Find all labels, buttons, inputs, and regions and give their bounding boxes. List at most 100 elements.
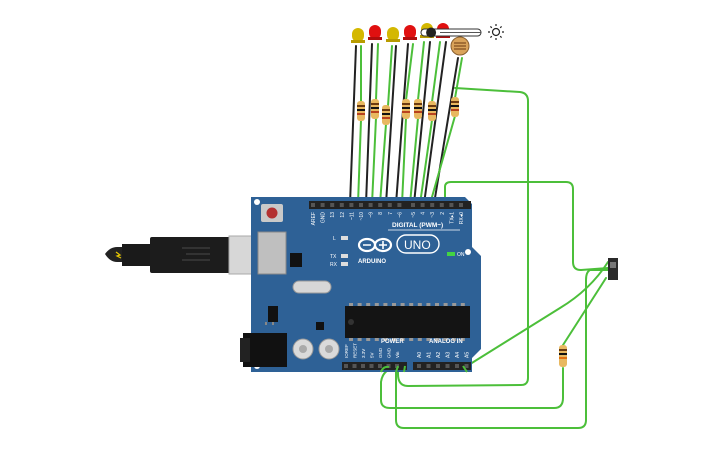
resistor[interactable]	[559, 345, 567, 367]
resistor[interactable]	[414, 99, 422, 119]
analog-pin-label: A4	[455, 352, 461, 358]
on-led	[447, 252, 455, 256]
led-yellow[interactable]	[351, 28, 365, 43]
header-pin[interactable]	[464, 364, 469, 368]
analog-header-label: ANALOG IN	[429, 339, 463, 345]
analog-header	[413, 362, 471, 370]
resistors	[357, 97, 567, 367]
digital-pin-label: ~5	[411, 212, 417, 218]
header-pin[interactable]	[378, 364, 382, 368]
sun-icon	[488, 24, 504, 40]
wire-switch-to-gnd[interactable]	[395, 269, 611, 429]
header-pin[interactable]	[349, 203, 354, 207]
header-pin[interactable]	[430, 203, 435, 207]
header-pin[interactable]	[397, 203, 402, 207]
power-pin-label: Vin	[395, 351, 400, 358]
wire-pin2-to-switch[interactable]	[444, 181, 609, 271]
analog-pin-label: A0	[417, 352, 423, 358]
wire-led3-anode[interactable]	[387, 45, 393, 107]
header-pin[interactable]	[361, 364, 365, 368]
wire-led6-anode[interactable]	[431, 41, 441, 103]
slide-switch[interactable]	[608, 258, 618, 280]
reset-button[interactable]	[261, 204, 283, 222]
wire-resistor-to-switch[interactable]	[562, 277, 607, 346]
power-jack	[240, 333, 287, 367]
analog-pin-label: A5	[465, 352, 471, 358]
led-label-rx: RX	[330, 262, 338, 268]
header-pin[interactable]	[426, 364, 431, 368]
wire-ldr-lead2[interactable]	[454, 57, 463, 99]
header-pin[interactable]	[445, 364, 450, 368]
resistor[interactable]	[451, 97, 459, 117]
atmega-chip	[345, 303, 470, 341]
header-pin[interactable]	[359, 203, 363, 207]
header-pin[interactable]	[417, 364, 421, 368]
power-pin-label: IOREF	[344, 344, 349, 358]
led-label-l: L	[333, 236, 336, 242]
photoresistor[interactable]	[450, 36, 470, 56]
header-pin[interactable]	[411, 203, 415, 207]
resistor[interactable]	[402, 99, 410, 119]
usb-cable[interactable]	[105, 235, 274, 275]
resistor[interactable]	[357, 101, 365, 121]
wire-switch-to-analog[interactable]	[466, 261, 609, 367]
light-slider[interactable]	[420, 24, 504, 40]
header-pin[interactable]	[320, 203, 325, 207]
capacitors	[292, 338, 340, 360]
header-pin[interactable]	[449, 203, 454, 207]
header-pin[interactable]	[352, 364, 357, 368]
wire-led4-anode[interactable]	[405, 43, 414, 101]
power-pin-label: 3.3V	[361, 349, 366, 358]
wire-ldr-lead[interactable]	[433, 57, 459, 205]
digital-header-label: DIGITAL (PWM~)	[392, 222, 443, 229]
header-pin[interactable]	[455, 364, 459, 368]
header-pin[interactable]	[339, 203, 344, 207]
header-pin[interactable]	[439, 203, 444, 207]
header-pin[interactable]	[420, 203, 425, 207]
power-pin-label: GND	[378, 347, 383, 358]
digital-pin-label: ~11	[349, 212, 355, 220]
digital-pin-label: ~6	[397, 212, 403, 218]
digital-pin-label: 12	[340, 212, 346, 218]
wire-photoresistor-to-a0[interactable]	[397, 87, 529, 387]
led-red[interactable]	[403, 25, 417, 40]
header-pin[interactable]	[330, 203, 335, 207]
header-pin[interactable]	[368, 203, 373, 207]
header-pin[interactable]	[311, 203, 315, 207]
power-header-label: POWER	[381, 339, 404, 345]
digital-pin-label: GND	[321, 212, 327, 224]
digital-header	[309, 201, 471, 209]
header-pin[interactable]	[378, 203, 383, 207]
digital-pin-label: 4	[421, 212, 427, 215]
digital-pin-label: ~9	[369, 212, 375, 218]
resistor[interactable]	[382, 105, 390, 125]
wire-led6-cathode[interactable]	[423, 41, 447, 205]
led-yellow[interactable]	[386, 27, 400, 42]
arduino-logo	[357, 237, 393, 253]
header-pin[interactable]	[369, 364, 374, 368]
brand-label: ARDUINO	[358, 259, 386, 265]
wire-led1-cathode[interactable]	[349, 45, 357, 205]
wire-led2-anode[interactable]	[375, 43, 379, 101]
wire-led2-cathode[interactable]	[365, 43, 373, 205]
wire-led4-cathode[interactable]	[395, 43, 409, 205]
header-pin[interactable]	[344, 364, 348, 368]
digital-pin-label: 7	[388, 212, 394, 215]
resistor[interactable]	[371, 99, 379, 119]
slider-handle[interactable]	[426, 27, 437, 38]
digital-pin-label: TX▸1	[449, 212, 455, 224]
header-pin[interactable]	[459, 203, 463, 207]
resistor[interactable]	[428, 101, 436, 121]
wire-led5-anode[interactable]	[417, 41, 425, 101]
wire-resistor-to-5v[interactable]	[380, 367, 564, 409]
digital-pin-label: 2	[440, 212, 446, 215]
header-pin[interactable]	[436, 364, 440, 368]
wire-led3-cathode[interactable]	[385, 45, 397, 205]
led-red[interactable]	[368, 25, 382, 40]
wire-led5-cathode[interactable]	[413, 41, 431, 205]
digital-pin-label: ~10	[359, 212, 365, 221]
indicator-leds: L TX RX	[330, 236, 348, 268]
header-pin[interactable]	[387, 203, 392, 207]
